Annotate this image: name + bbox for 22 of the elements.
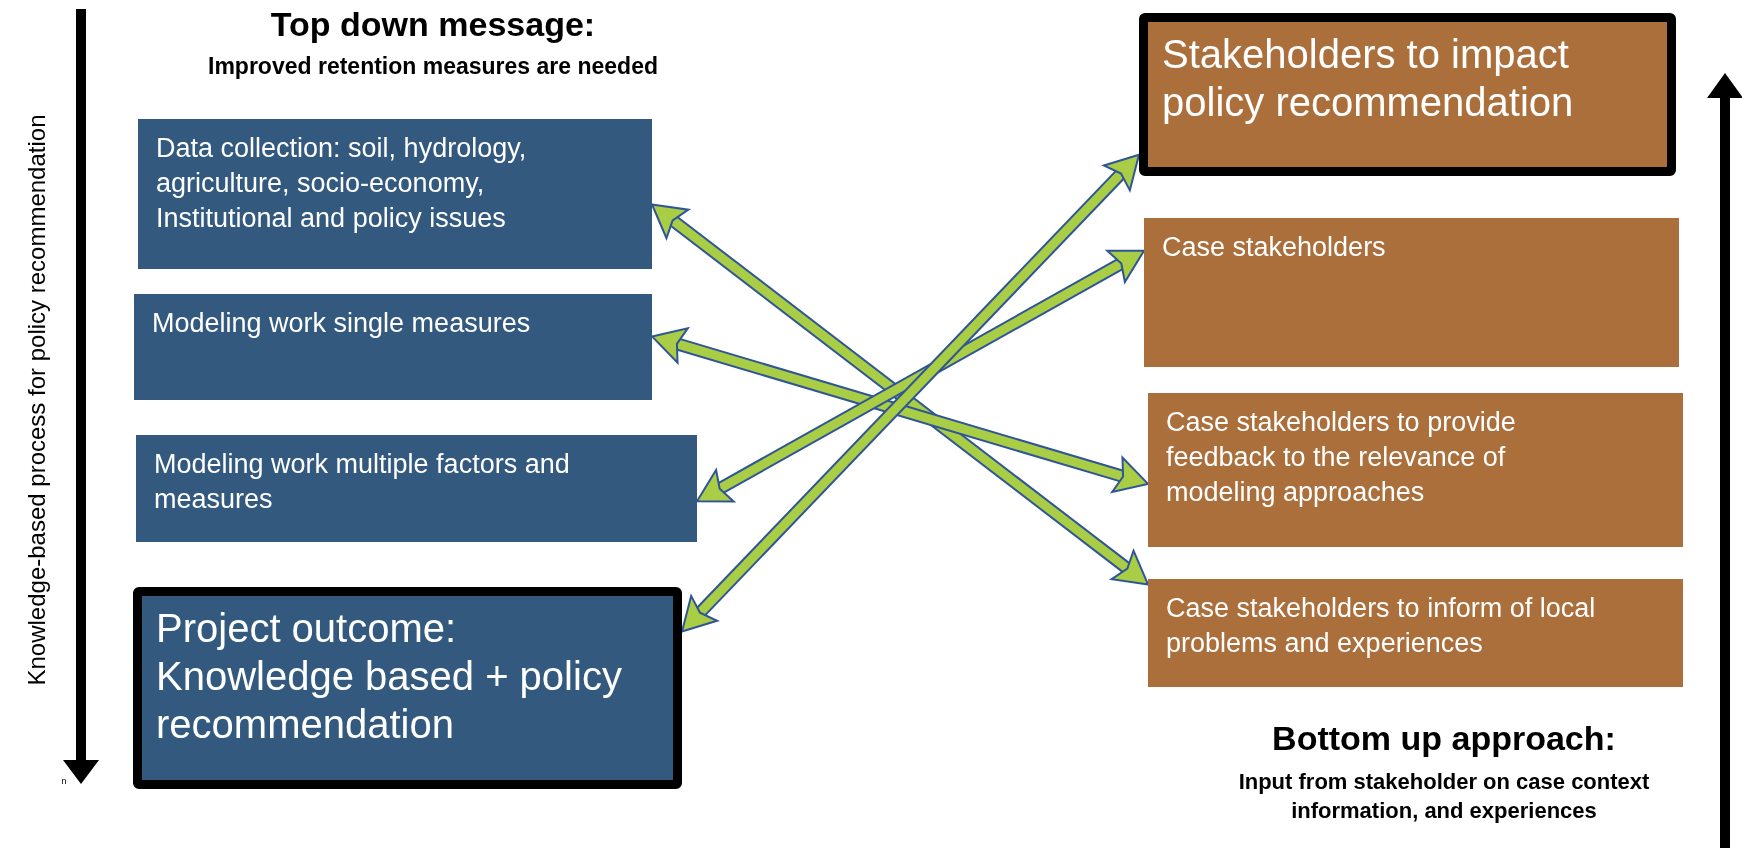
highlighted-box xyxy=(133,587,682,789)
process-box xyxy=(134,294,652,400)
process-box xyxy=(136,435,697,542)
axis-label: Knowledge-based process for policy recommendation xyxy=(23,114,51,686)
box-text: Modeling work multiple factors and measures xyxy=(154,448,571,517)
box-text: Modeling work single measures xyxy=(152,307,532,340)
box-text: Data collection: soil, hydrology, agriculture, socio-economy, Institutional and policy issues xyxy=(156,132,528,236)
box-text: Project outcome: Knowledge based + policy recommendation xyxy=(156,605,623,748)
heading: Top down message: xyxy=(269,4,597,45)
process-box xyxy=(1144,218,1679,367)
process-box xyxy=(1148,393,1683,547)
highlighted-box xyxy=(1139,13,1676,176)
heading: Bottom up approach: xyxy=(1271,718,1617,759)
process-box xyxy=(138,119,652,269)
subheading: Improved retention measures are needed xyxy=(207,52,659,81)
box-text: Stakeholders to impact policy recommendation xyxy=(1162,31,1575,126)
stray-mark: n xyxy=(60,776,68,788)
box-text: Case stakeholders xyxy=(1162,231,1387,264)
process-box xyxy=(1148,579,1683,687)
subheading: Input from stakeholder on case context information, and experiences xyxy=(1237,768,1651,825)
box-text: Case stakeholders to provide feedback to the relevance of modeling approaches xyxy=(1166,406,1517,510)
box-text: Case stakeholders to inform of local problems and experiences xyxy=(1166,592,1597,661)
